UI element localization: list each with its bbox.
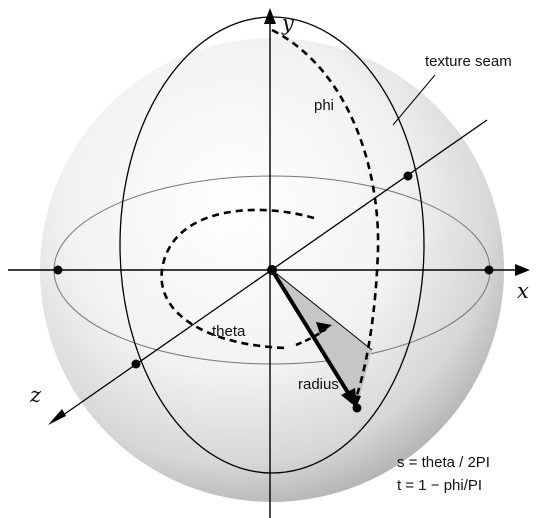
z-axis-label: z: [29, 383, 42, 407]
x-axis-label: x: [517, 279, 529, 303]
z-axis-arrow: [48, 409, 66, 425]
phi-label: phi: [314, 97, 334, 114]
projection-wedge: [272, 270, 372, 408]
projection-line: [271, 269, 373, 351]
origin-point: [267, 265, 277, 275]
radius-tip-point: [352, 403, 362, 413]
radius-vector: [270, 268, 352, 398]
theta-label: theta: [212, 323, 246, 340]
y-axis-label: y: [281, 11, 295, 35]
radius-label: radius: [298, 376, 339, 393]
theta-dashed-tail: [295, 327, 327, 347]
formula-t: t = 1 − phi/PI: [397, 477, 482, 494]
z-positive-point: [131, 359, 141, 369]
radius-arrowhead: [341, 388, 357, 408]
theta-dashed-arc: [160, 208, 315, 350]
y-axis-arrow: [264, 8, 276, 24]
x-axis-arrow: [515, 264, 530, 276]
x-positive-point: [484, 265, 494, 275]
texture-seam-leader: [392, 74, 436, 126]
phi-dashed-arc: [271, 28, 380, 396]
texture-seam-label: texture seam: [425, 53, 512, 70]
x-negative-point: [53, 265, 63, 275]
formula-s: s = theta / 2PI: [397, 454, 490, 471]
z-negative-point: [403, 171, 413, 181]
theta-arrowhead: [316, 322, 332, 334]
